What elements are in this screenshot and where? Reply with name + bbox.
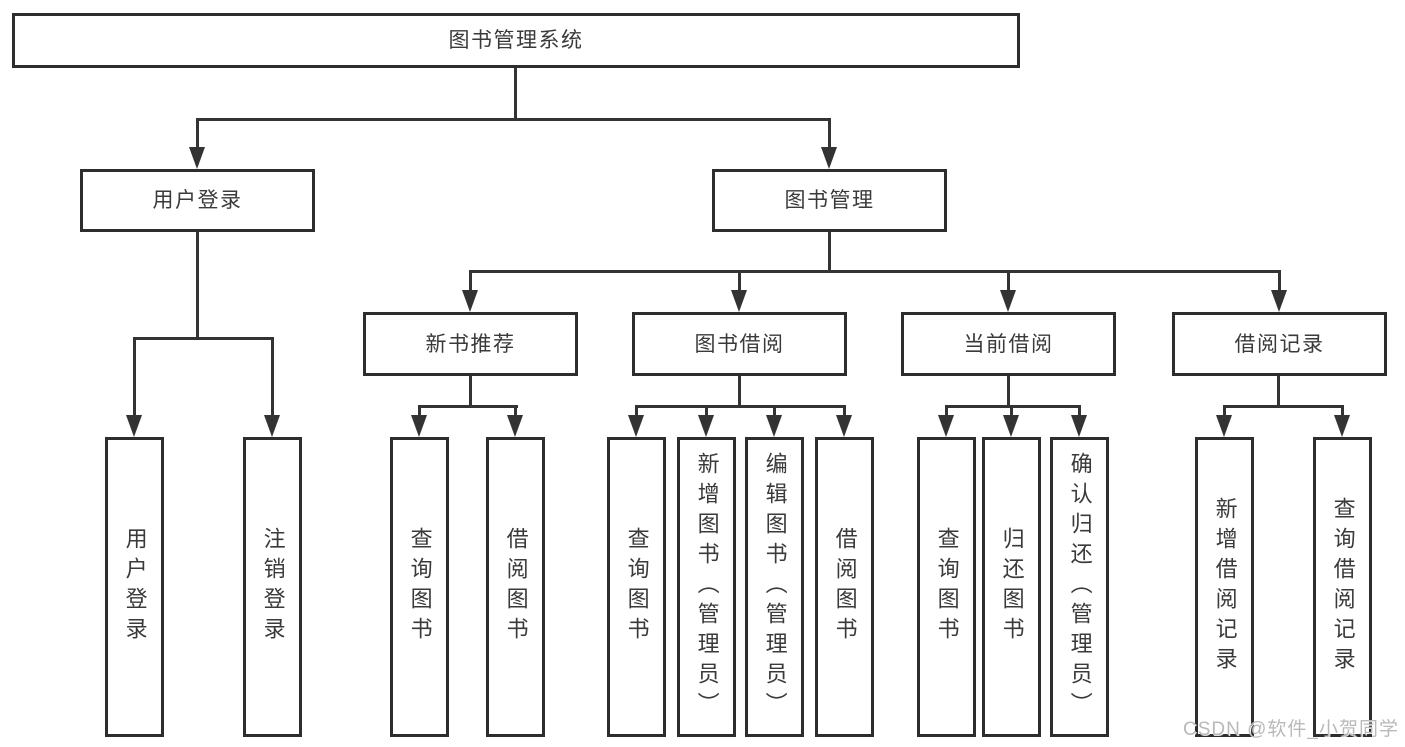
node-borrowing-records: 借阅记录 — [1172, 312, 1387, 376]
arrow-down-icon — [731, 290, 747, 312]
node-query-books-current: 查询图书 — [917, 437, 976, 737]
node-query-books-borrow: 查询图书 — [607, 437, 666, 737]
node-label: 用户登录 — [122, 527, 148, 647]
node-add-borrow-record: 新增借阅记录 — [1195, 437, 1254, 737]
node-label: 用户登录 — [152, 189, 243, 212]
node-label: 借阅图书 — [503, 527, 529, 647]
node-edit-books-admin: 编辑图书（管理员） — [745, 437, 804, 737]
connector-line — [635, 405, 638, 418]
connector-line — [828, 118, 831, 150]
node-borrow-books-leaf: 借阅图书 — [815, 437, 874, 737]
node-add-books-admin: 新增图书（管理员） — [677, 437, 736, 737]
arrow-down-icon — [1216, 415, 1232, 437]
arrow-down-icon — [698, 415, 714, 437]
connector-line — [773, 405, 776, 418]
arrow-down-icon — [189, 147, 205, 169]
arrow-down-icon — [507, 415, 523, 437]
node-label: 图书管理系统 — [448, 29, 584, 52]
node-label: 编辑图书（管理员） — [762, 452, 788, 722]
arrow-down-icon — [264, 415, 280, 437]
node-label: 查询图书 — [934, 527, 960, 647]
node-label: 查询图书 — [407, 527, 433, 647]
connector-line — [1010, 405, 1013, 418]
connector-line — [635, 405, 846, 408]
node-user-login: 用户登录 — [80, 169, 315, 232]
connector-line — [469, 270, 1281, 273]
connector-line — [514, 68, 517, 118]
node-new-book-recommendation: 新书推荐 — [363, 312, 578, 376]
connector-line — [843, 405, 846, 418]
connector-line — [418, 405, 421, 418]
watermark: CSDN @软件_小贺同学 — [1183, 719, 1399, 740]
connector-line — [133, 337, 274, 340]
connector-line — [738, 270, 741, 292]
connector-line — [1007, 376, 1010, 405]
arrow-down-icon — [1003, 415, 1019, 437]
connector-line — [196, 118, 199, 150]
connector-line — [196, 232, 199, 337]
node-label: 新书推荐 — [425, 332, 516, 356]
node-label: 注销登录 — [260, 527, 286, 647]
arrow-down-icon — [1271, 290, 1287, 312]
node-user-login-leaf: 用户登录 — [105, 437, 164, 737]
connector-line — [1007, 270, 1010, 292]
node-query-books-rec: 查询图书 — [390, 437, 449, 737]
arrow-down-icon — [938, 415, 954, 437]
connector-line — [469, 270, 472, 292]
arrow-down-icon — [628, 415, 644, 437]
connector-line — [738, 376, 741, 405]
node-label: 查询借阅记录 — [1330, 497, 1356, 677]
arrow-down-icon — [411, 415, 427, 437]
node-confirm-return-admin: 确认归还（管理员） — [1050, 437, 1109, 737]
node-borrow-books-rec: 借阅图书 — [486, 437, 545, 737]
connector-line — [469, 376, 472, 405]
node-library-management-system: 图书管理系统 — [12, 13, 1020, 68]
node-label: 图书借阅 — [694, 332, 785, 356]
node-logout: 注销登录 — [243, 437, 302, 737]
arrow-down-icon — [1334, 415, 1350, 437]
node-return-books: 归还图书 — [982, 437, 1041, 737]
node-label: 查询图书 — [624, 527, 650, 647]
arrow-down-icon — [1071, 415, 1087, 437]
connector-line — [945, 405, 1081, 408]
connector-line — [1223, 405, 1344, 408]
node-label: 当前借阅 — [963, 332, 1054, 356]
arrow-down-icon — [462, 290, 478, 312]
arrow-down-icon — [126, 415, 142, 437]
connector-line — [1078, 405, 1081, 418]
connector-line — [271, 337, 274, 418]
node-label: 借阅图书 — [832, 527, 858, 647]
arrow-down-icon — [821, 147, 837, 169]
connector-line — [828, 232, 831, 270]
node-label: 新增借阅记录 — [1212, 497, 1238, 677]
connector-line — [1278, 270, 1281, 292]
node-book-borrowing: 图书借阅 — [632, 312, 847, 376]
node-book-management: 图书管理 — [712, 169, 947, 232]
connector-line — [514, 405, 517, 418]
node-label: 确认归还（管理员） — [1067, 452, 1093, 722]
connector-line — [418, 405, 518, 408]
connector-line — [705, 405, 708, 418]
node-query-borrow-record: 查询借阅记录 — [1313, 437, 1372, 737]
arrow-down-icon — [766, 415, 782, 437]
connector-line — [945, 405, 948, 418]
arrow-down-icon — [836, 415, 852, 437]
connector-line — [1277, 376, 1280, 405]
node-label: 借阅记录 — [1234, 332, 1325, 356]
connector-line — [196, 118, 831, 121]
node-label: 图书管理 — [784, 189, 875, 212]
node-label: 新增图书（管理员） — [694, 452, 720, 722]
arrow-down-icon — [1000, 290, 1016, 312]
node-current-borrowing: 当前借阅 — [901, 312, 1116, 376]
node-label: 归还图书 — [999, 527, 1025, 647]
connector-line — [1341, 405, 1344, 418]
connector-line — [133, 337, 136, 418]
connector-line — [1223, 405, 1226, 418]
